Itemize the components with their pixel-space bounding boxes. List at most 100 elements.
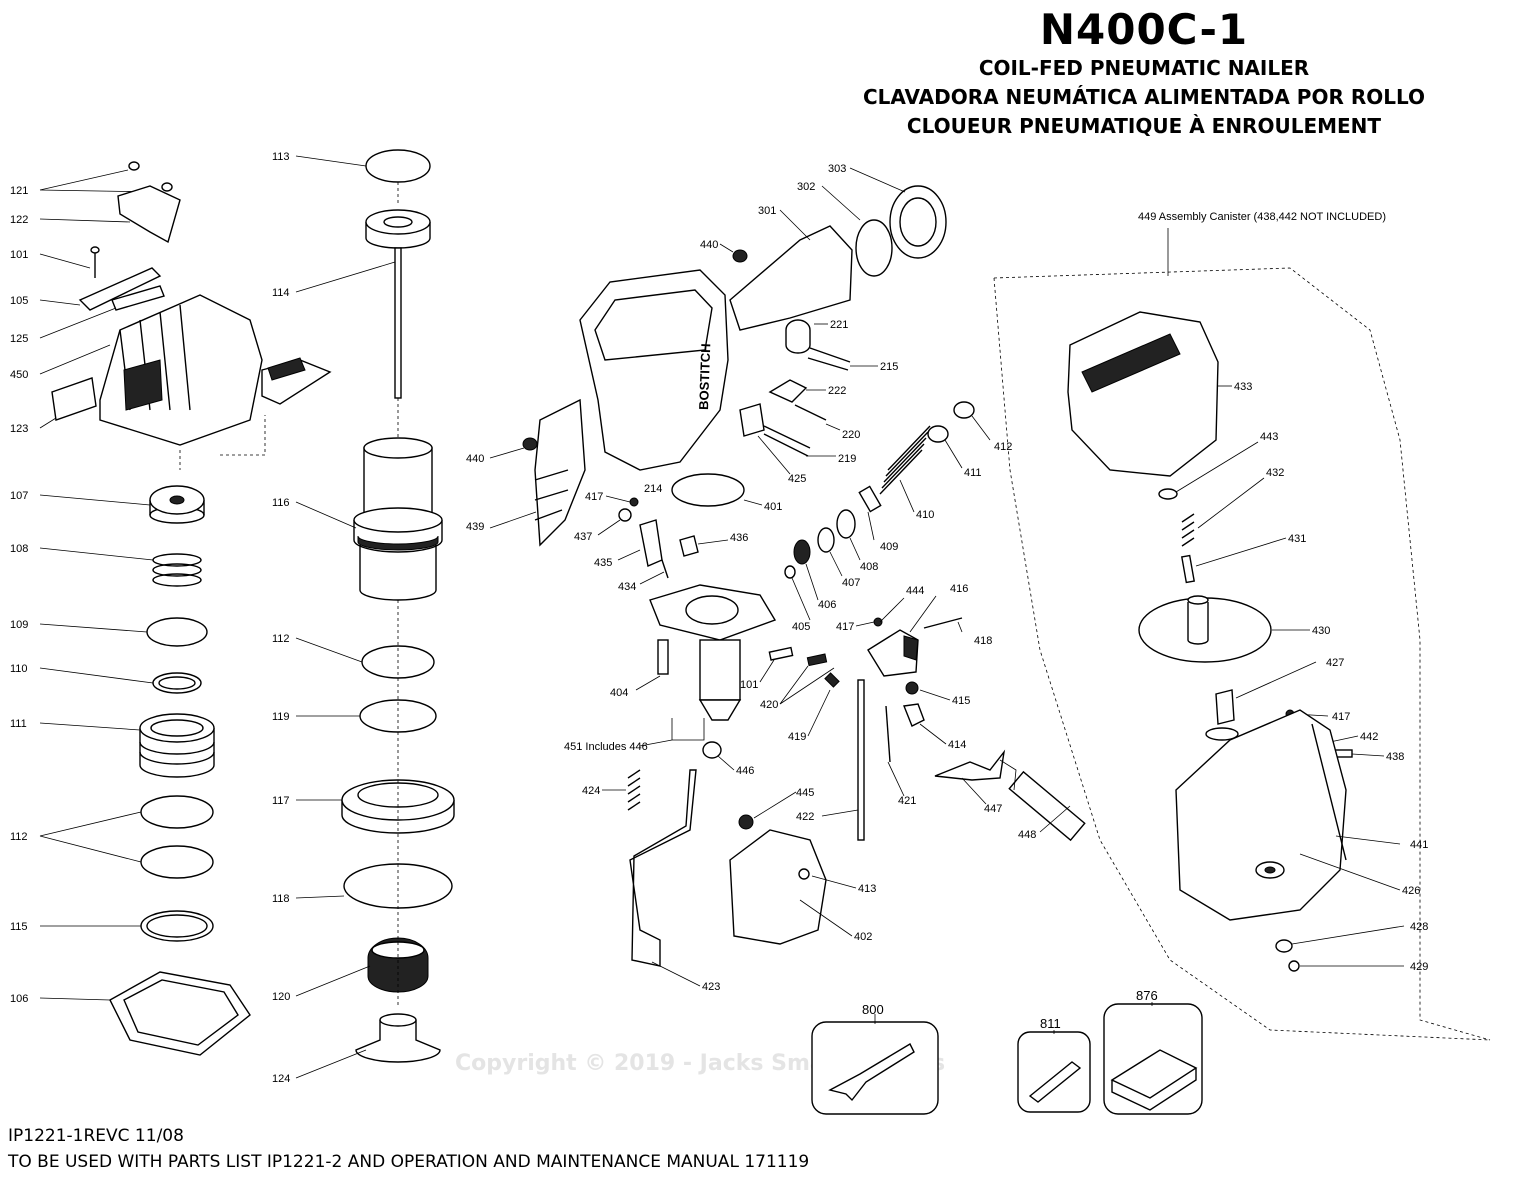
label-120: 120 <box>272 991 290 1003</box>
label-110: 110 <box>10 663 28 675</box>
trigger-435 <box>639 519 663 567</box>
label-424: 424 <box>582 785 600 797</box>
label-109: 109 <box>10 619 28 631</box>
kit-876 <box>1103 1003 1203 1115</box>
drive-channel <box>699 639 741 701</box>
label-450: 450 <box>10 369 28 381</box>
label-432: 432 <box>1266 467 1284 479</box>
label-301: 301 <box>758 205 776 217</box>
grease-tube-811 <box>1017 1031 1091 1113</box>
label-429: 429 <box>1410 961 1428 973</box>
label-119: 119 <box>272 711 290 723</box>
label-125: 125 <box>10 333 28 345</box>
label-122: 122 <box>10 214 28 226</box>
label-433: 433 <box>1234 381 1252 393</box>
screw-413 <box>798 868 810 880</box>
rod-441 <box>1311 723 1347 861</box>
o-ring-408 <box>836 509 856 539</box>
label-404: 404 <box>610 687 628 699</box>
label-426: 426 <box>1402 885 1420 897</box>
screw-404 <box>657 639 669 675</box>
handle-448 <box>1008 770 1086 842</box>
gasket-106 <box>109 971 251 1056</box>
o-ring-401 <box>671 473 745 507</box>
label-410: 410 <box>916 509 934 521</box>
part-labels: 121 122 101 105 125 450 123 107 108 109 … <box>10 151 1428 1085</box>
label-116: 116 <box>272 497 290 509</box>
oiler-kit-800 <box>811 1021 939 1115</box>
label-811: 811 <box>1040 1016 1061 1031</box>
label-440b: 440 <box>466 453 484 465</box>
end-cap-303 <box>889 185 947 259</box>
label-214: 214 <box>644 483 662 495</box>
spring-420 <box>806 653 828 667</box>
pin-436 <box>679 535 699 557</box>
trip-422 <box>857 679 865 841</box>
label-437: 437 <box>574 531 592 543</box>
pin-418 <box>923 617 963 629</box>
label-413: 413 <box>858 883 876 895</box>
label-117: 117 <box>272 795 290 807</box>
title-spanish: CLAVADORA NEUMÁTICA ALIMENTADA POR ROLLO <box>862 85 1426 109</box>
label-118: 118 <box>272 893 290 905</box>
label-421: 421 <box>898 795 916 807</box>
frame-body-group: BOSTITCH 214 <box>489 167 1086 987</box>
label-445: 445 <box>796 787 814 799</box>
label-219: 219 <box>838 453 856 465</box>
label-431: 431 <box>1288 533 1306 545</box>
cylinder-cap-450 <box>99 294 332 446</box>
label-107: 107 <box>10 490 28 502</box>
fitting-221 <box>785 319 811 354</box>
valve-406 <box>793 539 811 565</box>
o-ring-112a <box>140 795 214 829</box>
label-440a: 440 <box>700 239 718 251</box>
label-800: 800 <box>862 1002 884 1017</box>
nut-440b <box>522 437 538 451</box>
title-block: N400C-1 COIL-FED PNEUMATIC NAILER CLAVAD… <box>794 6 1494 141</box>
nut-445 <box>738 814 754 830</box>
label-419: 419 <box>788 731 806 743</box>
label-105: 105 <box>10 295 28 307</box>
o-ring-412 <box>953 401 975 419</box>
label-417c: 417 <box>1332 711 1350 723</box>
bumper-120 <box>367 937 429 993</box>
washer-443 <box>1158 488 1178 500</box>
bar-105 <box>78 267 162 311</box>
pin-101b <box>768 646 794 661</box>
spring-432 <box>1181 513 1195 547</box>
clip-414 <box>903 703 925 727</box>
nut-429 <box>1288 960 1300 972</box>
base-plate <box>649 584 777 641</box>
label-412: 412 <box>994 441 1012 453</box>
label-114: 114 <box>272 287 290 299</box>
label-123: 123 <box>10 423 28 435</box>
feeder-423 <box>629 769 697 967</box>
accessories-group <box>811 1002 1203 1115</box>
label-451: 451 Includes 446 <box>564 741 648 753</box>
label-411: 411 <box>964 467 982 479</box>
label-448: 448 <box>1018 829 1036 841</box>
o-ring-405 <box>784 565 796 579</box>
pin-219 <box>763 425 811 457</box>
label-420: 420 <box>760 699 778 711</box>
brand-mark: BOSTITCH <box>696 343 713 410</box>
label-443: 443 <box>1260 431 1278 443</box>
label-302: 302 <box>797 181 815 193</box>
label-436: 436 <box>730 532 748 544</box>
label-423: 423 <box>702 981 720 993</box>
label-407: 407 <box>842 577 860 589</box>
spring-108 <box>152 553 202 587</box>
label-441: 441 <box>1410 839 1428 851</box>
pin-220 <box>794 404 827 421</box>
nose-124 <box>355 1013 441 1063</box>
label-221: 221 <box>830 319 848 331</box>
bumper-107 <box>149 485 205 524</box>
label-417a: 417 <box>585 491 603 503</box>
o-ring-113 <box>365 149 431 183</box>
label-408: 408 <box>860 561 878 573</box>
cap-assembly-group <box>39 161 332 1056</box>
title-english: COIL-FED PNEUMATIC NAILER <box>978 56 1310 80</box>
label-439: 439 <box>466 521 484 533</box>
label-113: 113 <box>272 151 290 163</box>
gasket-125 <box>111 285 165 311</box>
